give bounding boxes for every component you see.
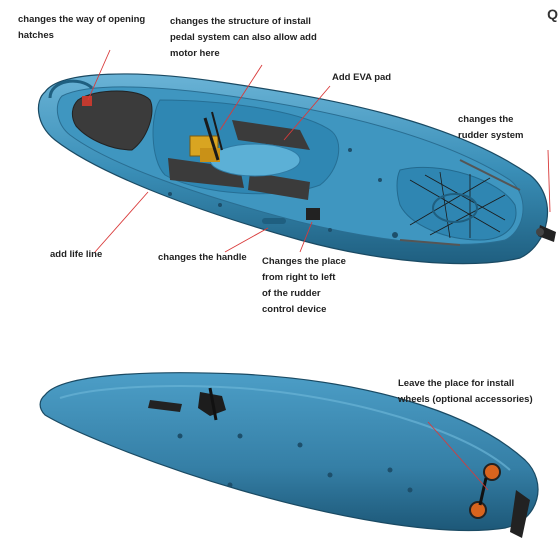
bungee-cords (409, 171, 506, 239)
callout-pedal-system: changes the structure of install pedal s… (170, 16, 317, 59)
kayak-bottom-view (39, 372, 539, 538)
rudder (536, 225, 556, 242)
callout-wheels: Leave the place for install wheels (opti… (398, 378, 533, 405)
pointer-rudder-control (299, 221, 313, 253)
underside-drive (198, 387, 226, 421)
pedal-drive (189, 111, 223, 162)
callout-pointers (87, 49, 551, 491)
pointer-life-line (94, 191, 149, 253)
callout-eva-pad: Add EVA pad (332, 72, 392, 83)
callout-handle: changes the handle (158, 252, 247, 263)
callout-rudder-control: Changes the place from right to left of … (262, 256, 346, 315)
eva-pad-right (248, 172, 310, 200)
callout-rudder-system: changes the rudder system (458, 114, 524, 141)
front-hatch (71, 90, 153, 151)
pointer-hatches (87, 49, 111, 101)
rudder-control-device (306, 208, 320, 220)
stern-rudder (510, 490, 530, 538)
hatch-latch (82, 96, 92, 106)
eva-pad-rear (232, 120, 310, 150)
eva-pad-front (168, 158, 244, 188)
edge-glyph: Q (547, 6, 558, 22)
callout-life-line: add life line (50, 249, 103, 260)
callout-hatches: changes the way of opening hatches (18, 14, 146, 41)
kayak-top-view (37, 73, 556, 265)
pointer-pedal (219, 64, 263, 131)
pointer-wheels (427, 421, 489, 491)
kayak-wheels (469, 463, 501, 519)
side-handle (262, 218, 286, 224)
pointer-eva (283, 85, 331, 141)
pointer-handle (224, 227, 269, 253)
pointer-rudder (547, 149, 551, 213)
